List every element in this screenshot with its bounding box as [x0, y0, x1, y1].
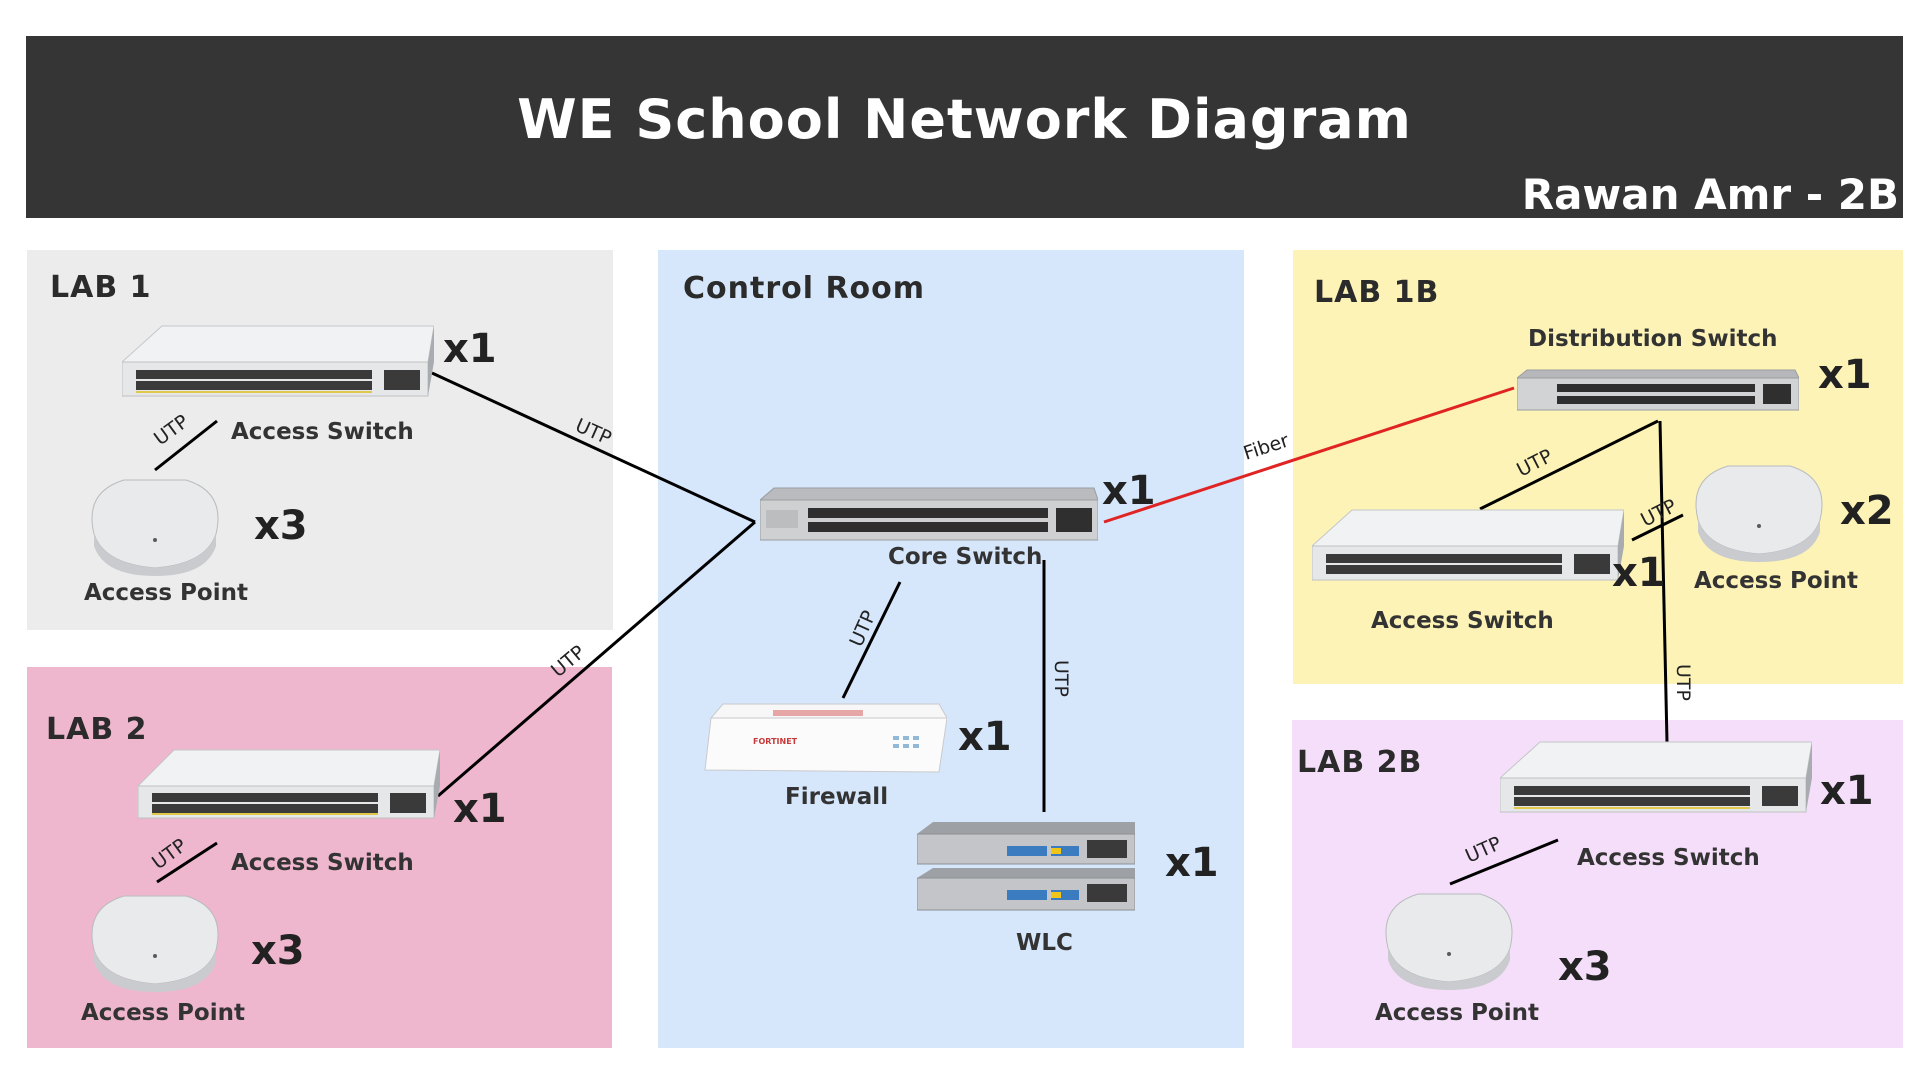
lab2-switch-label: Access Switch: [231, 850, 414, 876]
lab1b-access-switch: [1312, 509, 1624, 581]
lab2-ap-qty: x3: [251, 928, 305, 974]
lab1b-access-point: [1695, 465, 1823, 562]
zone-label-lab2b: LAB 2B: [1297, 745, 1423, 780]
lab2-ap-label: Access Point: [81, 1000, 245, 1026]
lab2b-ap-qty: x3: [1558, 944, 1612, 990]
link-lab2-core: [437, 520, 756, 798]
lab1-access-point: [91, 479, 219, 576]
link-label-lab2b-ap: UTP: [1462, 832, 1505, 867]
distribution-switch-label: Distribution Switch: [1528, 326, 1778, 352]
zone-label-lab1: LAB 1: [50, 270, 152, 305]
lab2b-switch-qty: x1: [1820, 768, 1874, 814]
link-label-fiber: Fiber: [1241, 429, 1292, 464]
zone-label-lab1b: LAB 1B: [1314, 275, 1440, 310]
firewall: [704, 703, 947, 773]
lab1-access-switch: [122, 325, 434, 397]
lab2-access-switch: [138, 749, 440, 819]
link-label-lab1-core: UTP: [572, 414, 615, 449]
distribution-switch-qty: x1: [1818, 352, 1872, 398]
core-switch-label: Core Switch: [888, 544, 1043, 570]
lab1b-switch-label: Access Switch: [1371, 608, 1554, 634]
link-lab2b-ap: [1449, 838, 1559, 886]
lab2b-access-point: [1385, 893, 1513, 990]
diagram-title: WE School Network Diagram: [517, 88, 1412, 151]
link-lab1-core: [431, 371, 756, 524]
lab2-access-point: [91, 895, 219, 992]
author-label: Rawan Amr - 2B: [1521, 170, 1899, 219]
lab1-switch-label: Access Switch: [231, 419, 414, 445]
link-lab1-ap: [154, 419, 218, 472]
core-switch-qty: x1: [1102, 468, 1156, 514]
lab1-ap-label: Access Point: [84, 580, 248, 606]
zone-label-control-room: Control Room: [683, 271, 926, 306]
link-lab2-ap: [156, 841, 218, 884]
lab2b-ap-label: Access Point: [1375, 1000, 1539, 1026]
lab2b-access-switch: [1500, 741, 1812, 813]
header-banner: WE School Network Diagram Rawan Amr - 2B: [26, 36, 1903, 219]
lab1-switch-qty: x1: [443, 326, 497, 372]
link-label-lab2-core: UTP: [547, 641, 589, 682]
zone-lab1b: [1293, 250, 1903, 684]
lab1b-switch-qty: x1: [1612, 550, 1666, 596]
link-core-firewall: [841, 581, 902, 699]
lab1b-ap-label: Access Point: [1694, 568, 1858, 594]
lab1b-ap-qty: x2: [1840, 488, 1894, 534]
wlc-label: WLC: [1016, 930, 1073, 956]
link-label-core-firewall: UTP: [845, 607, 880, 650]
link-lab1b-ap: [1631, 513, 1684, 542]
wlc-qty: x1: [1165, 840, 1219, 886]
link-dist-lab2b: [1658, 420, 1669, 743]
firewall-qty: x1: [958, 714, 1012, 760]
link-label-dist-lab2b: UTP: [1672, 664, 1694, 701]
lab1-ap-qty: x3: [254, 503, 308, 549]
link-dist-access: [1479, 419, 1659, 511]
link-label-core-wlc: UTP: [1050, 660, 1072, 697]
zone-control-room: [658, 250, 1244, 1048]
core-switch: [760, 487, 1098, 541]
firewall-label: Firewall: [785, 784, 889, 810]
wlc: [917, 822, 1135, 911]
zone-label-lab2: LAB 2: [46, 712, 148, 747]
lab2b-switch-label: Access Switch: [1577, 845, 1760, 871]
lab2-switch-qty: x1: [453, 786, 507, 832]
link-core-dist-fiber: [1103, 386, 1515, 524]
firewall-brand: FORTINET: [753, 737, 798, 746]
distribution-switch: [1517, 369, 1799, 411]
